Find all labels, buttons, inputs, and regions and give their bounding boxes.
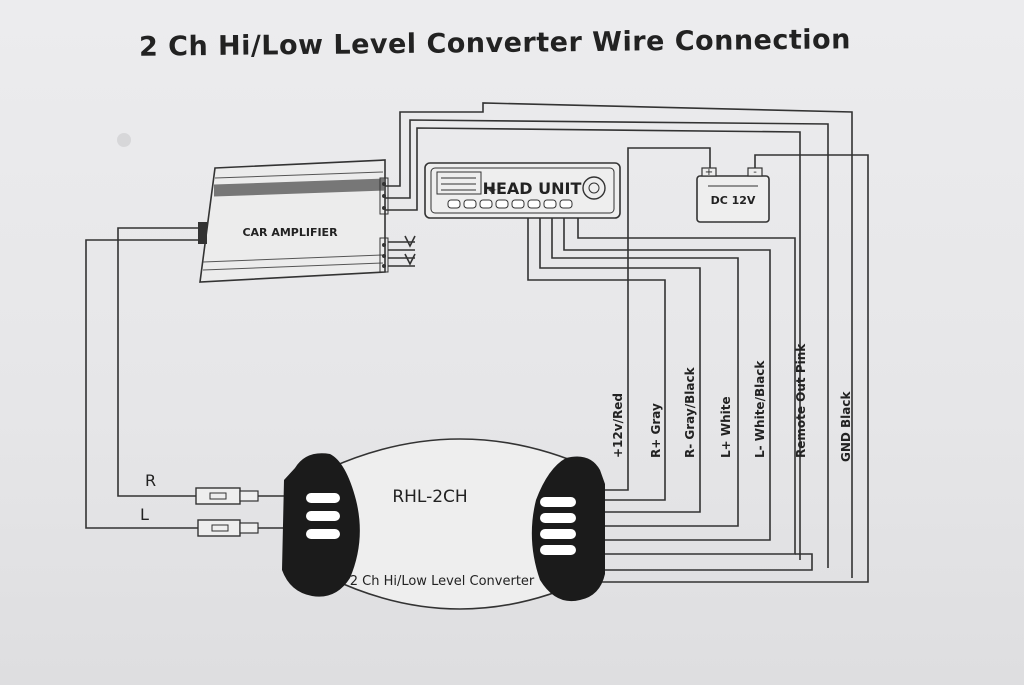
head-unit-label: HEAD UNIT <box>483 179 582 198</box>
rca-label-left: L <box>140 505 149 524</box>
wire-l-plus <box>551 215 739 527</box>
wire-r-minus <box>539 215 701 513</box>
diagram-title: 2 Ch Hi/Low Level Converter Wire Connect… <box>139 24 851 62</box>
converter-rhl-2ch: RHL-2CH 2 Ch Hi/Low Level Converter <box>282 438 605 610</box>
battery-label: DC 12V <box>711 194 756 207</box>
amplifier-label: CAR AMPLIFIER <box>242 226 338 239</box>
wire-label-12v: +12v/Red <box>611 393 625 458</box>
star-icon: ✦ <box>486 183 498 199</box>
car-amplifier: CAR AMPLIFIER <box>198 159 389 283</box>
rca-plug-left <box>197 519 241 537</box>
battery: + - DC 12V <box>696 167 770 223</box>
converter-name: 2 Ch Hi/Low Level Converter <box>350 574 535 589</box>
wire-labels: +12v/Red R+ Gray R- Gray/Black L+ White … <box>611 343 853 462</box>
converter-model: RHL-2CH <box>392 487 467 507</box>
rca-plugs: R L <box>140 471 259 537</box>
battery-minus: - <box>753 167 757 178</box>
wire-label-remote: Remote Out Pink <box>794 343 808 458</box>
wire-r-plus <box>527 215 666 501</box>
wire-rca-right <box>117 227 205 497</box>
wire-label-gnd: GND Black <box>839 390 853 462</box>
wire-amp-top-3 <box>385 127 801 560</box>
head-unit: ✦ HEAD UNIT <box>424 162 621 219</box>
wire-battery-minus <box>602 154 869 583</box>
wire-label-l-plus: L+ White <box>719 396 733 458</box>
paper-mark <box>117 133 131 147</box>
wire-battery-plus <box>602 147 711 491</box>
battery-plus: + <box>705 167 713 178</box>
wire-remote-2 <box>602 553 813 571</box>
wire-l-minus <box>563 215 771 541</box>
wires <box>85 102 869 583</box>
rca-plug-right <box>195 487 241 505</box>
rca-label-right: R <box>145 471 156 490</box>
wire-amp-top-1 <box>385 102 853 578</box>
wire-label-r-minus: R- Gray/Black <box>683 366 697 458</box>
speaker-icon <box>388 235 416 267</box>
wire-amp-top-2 <box>385 119 829 568</box>
wire-remote <box>577 215 796 555</box>
wire-rca-left <box>85 239 205 529</box>
wire-label-l-minus: L- White/Black <box>753 360 767 458</box>
wire-label-r-plus: R+ Gray <box>649 403 663 458</box>
